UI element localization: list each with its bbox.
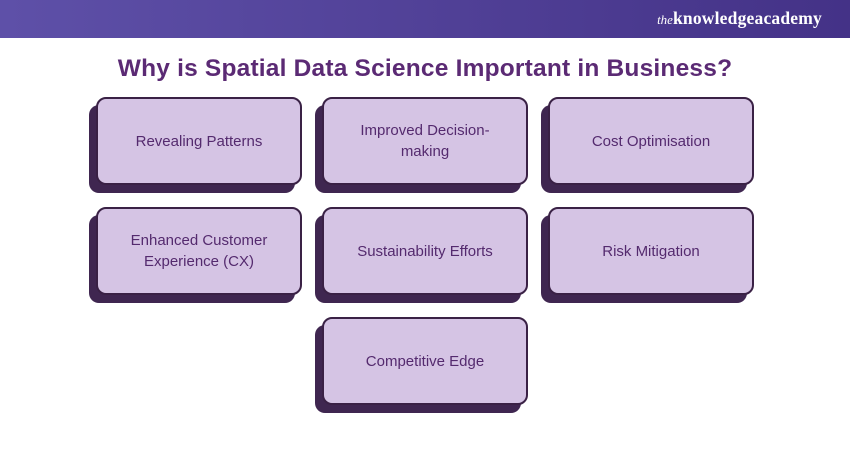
cards-row-3: Competitive Edge [0,317,850,405]
card-risk-mitigation: Risk Mitigation [548,207,754,295]
cards-row-1: Revealing Patterns Improved Decision-mak… [0,97,850,185]
card-enhanced-customer-experience: Enhanced Customer Experience (CX) [96,207,302,295]
card-cost-optimisation: Cost Optimisation [548,97,754,185]
knowledge-academy-logo: theknowledgeacademy [657,8,822,28]
card-label: Competitive Edge [365,352,485,370]
card-competitive-edge: Competitive Edge [322,317,528,405]
card-revealing-patterns: Revealing Patterns [96,97,302,185]
cards-grid: Revealing Patterns Improved Decision-mak… [0,97,850,405]
page-title: Why is Spatial Data Science Important in… [117,55,733,82]
card-sustainability-efforts: Sustainability Efforts [322,207,528,295]
logo-the: the [657,12,673,27]
card-improved-decision-making: Improved Decision-making [322,97,528,185]
card-label: Risk Mitigation [602,242,700,260]
card-label: Cost Optimisation [591,132,711,150]
cards-row-2: Enhanced Customer Experience (CX) Sustai… [0,207,850,295]
logo-knowledge: knowledge [672,8,755,28]
card-label: Improved Decision-making [360,122,490,160]
card-label: Revealing Patterns [135,132,263,150]
card-label: Enhanced Customer Experience (CX) [130,232,268,270]
card-label: Sustainability Efforts [357,242,493,260]
header-bar: theknowledgeacademy [0,0,850,38]
logo-academy: academy [754,8,822,28]
